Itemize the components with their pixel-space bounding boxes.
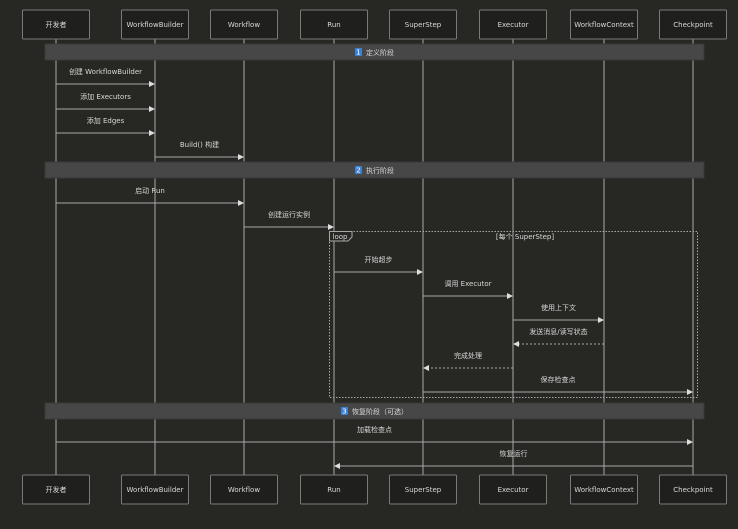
section-bar (44, 402, 705, 420)
section-badge (341, 407, 348, 415)
loop-frame (329, 231, 698, 398)
section-bar (44, 43, 705, 61)
section-badge-number: 1 (356, 49, 360, 57)
participant-label: Checkpoint (673, 486, 713, 494)
participant-box-bottom (570, 474, 638, 505)
arrowhead-icon (149, 81, 155, 87)
arrowhead-icon (687, 439, 693, 445)
participant-label: Executor (498, 21, 529, 29)
loop-keyword: loop (333, 233, 349, 241)
message-label: 开始超步 (365, 255, 393, 264)
participant-box-top (479, 9, 547, 40)
message-label: 使用上下文 (541, 303, 576, 312)
participant-label: WorkflowBuilder (127, 486, 184, 494)
message-label: 完成处理 (454, 351, 482, 360)
message-label: 调用 Executor (444, 279, 491, 288)
message-label: 恢复运行 (500, 449, 528, 458)
arrowhead-icon (328, 224, 334, 230)
participant-label: Checkpoint (673, 21, 713, 29)
participant-label: Run (327, 486, 340, 494)
loop-tab (329, 231, 353, 242)
participant-box-top (210, 9, 278, 40)
message-label: 保存检查点 (541, 375, 576, 384)
participant-label: Workflow (228, 21, 260, 29)
arrowhead-icon (238, 200, 244, 206)
arrowhead-icon (687, 389, 693, 395)
message-label: 创建 WorkflowBuilder (69, 67, 142, 76)
participant-box-bottom (659, 474, 727, 505)
participant-label: WorkflowContext (574, 21, 634, 29)
message-label: 创建运行实例 (268, 210, 310, 219)
arrowhead-icon (417, 269, 423, 275)
section-badge (355, 48, 362, 56)
participant-box-bottom (121, 474, 189, 505)
section-label: 定义阶段 (366, 48, 394, 57)
participant-label: 开发者 (46, 20, 67, 29)
participant-box-top (389, 9, 457, 40)
participant-box-bottom (22, 474, 90, 505)
message-label: 添加 Executors (80, 92, 131, 101)
arrowhead-icon (423, 365, 429, 371)
participant-label: Run (327, 21, 340, 29)
participant-label: SuperStep (405, 21, 442, 29)
arrowhead-icon (334, 463, 340, 469)
arrowhead-icon (238, 154, 244, 160)
section-badge-number: 2 (356, 167, 360, 175)
arrowhead-icon (149, 130, 155, 136)
participant-box-bottom (389, 474, 457, 505)
arrowhead-icon (513, 341, 519, 347)
participant-label: 开发者 (46, 485, 67, 494)
arrowhead-icon (507, 293, 513, 299)
participant-box-bottom (210, 474, 278, 505)
message-label: 启动 Run (135, 186, 165, 195)
participant-label: Workflow (228, 486, 260, 494)
participant-box-top (659, 9, 727, 40)
participant-label: SuperStep (405, 486, 442, 494)
section-bar (44, 161, 705, 179)
participant-box-top (570, 9, 638, 40)
section-badge (355, 166, 362, 174)
message-label: Build() 构建 (180, 140, 219, 149)
message-label: 加载检查点 (357, 425, 392, 434)
arrowhead-icon (598, 317, 604, 323)
participant-label: WorkflowContext (574, 486, 634, 494)
message-label: 发送消息/读写状态 (529, 327, 587, 336)
participant-box-top (22, 9, 90, 40)
loop-condition: [每个 SuperStep] (496, 232, 554, 241)
section-badge-number: 3 (342, 408, 346, 416)
participant-box-bottom (300, 474, 368, 505)
participant-label: WorkflowBuilder (127, 21, 184, 29)
participant-box-bottom (479, 474, 547, 505)
participant-box-top (121, 9, 189, 40)
participant-box-top (300, 9, 368, 40)
message-label: 添加 Edges (87, 116, 125, 125)
participant-label: Executor (498, 486, 529, 494)
section-label: 执行阶段 (366, 166, 394, 175)
section-label: 恢复阶段（可选） (352, 407, 408, 416)
arrowhead-icon (149, 106, 155, 112)
